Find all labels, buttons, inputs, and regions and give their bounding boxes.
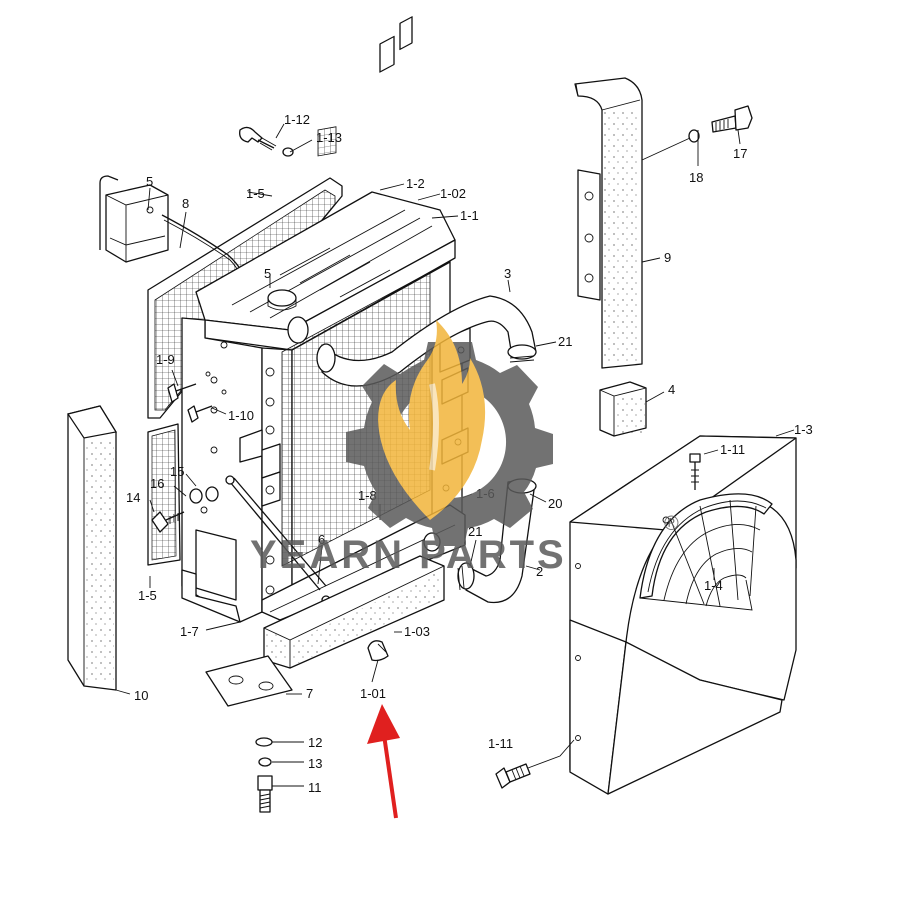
callout-11: 11 [308,780,322,795]
callout-1-1: 1-1 [460,208,479,223]
callout-21-bottom: 21 [468,524,482,539]
mesh-screen-lower [147,423,181,566]
reservoir-tank [99,175,169,263]
callout-13: 13 [308,756,322,771]
callout-7: 7 [306,686,313,701]
bolt-1-10 [187,389,227,423]
fan-shroud [569,435,797,795]
washer-16 [189,488,203,504]
vertical-guard-bar [574,77,643,369]
bolt-17 [711,105,753,133]
callout-18: 18 [689,170,703,185]
leader-lines [115,123,795,787]
callout-1-11-bottom: 1-11 [488,736,513,751]
washer-12 [255,737,273,747]
foam-block-4 [599,381,647,437]
callout-1-3: 1-3 [794,422,813,437]
callout-12: 12 [308,735,322,750]
bolt-1-11-bottom [495,763,531,789]
red-arrow [367,704,400,819]
bolt-11 [257,775,273,813]
callout-1-5-top: 1-5 [246,186,265,201]
callout-15: 15 [170,464,184,479]
callout-8: 8 [182,196,189,211]
callout-1-13: 1-13 [316,130,342,145]
callout-2: 2 [536,564,543,579]
side-panel [181,529,241,623]
callout-21-top: 21 [558,334,572,349]
callout-16: 16 [150,476,164,491]
flame-icon [378,320,486,520]
callout-labels: 1-12 1-13 5 8 1-5 1-2 1-02 1-1 5 3 21 17… [126,112,813,795]
callout-1-8: 1-8 [358,488,377,503]
callout-1-01: 1-01 [360,686,386,701]
clip-1-01 [367,640,389,662]
callout-3: 3 [504,266,511,281]
bolt-14 [151,511,185,533]
fan-guard [639,493,773,611]
callout-1-11-top: 1-11 [720,442,745,457]
callout-1-4: 1-4 [704,578,723,593]
callout-1-10: 1-10 [228,408,254,423]
bolt-1-11-top [689,453,701,490]
watermark-brand: YEARN PARTS [250,533,567,577]
callout-4: 4 [668,382,675,397]
callout-1-03: 1-03 [404,624,430,639]
bolt-1-9 [167,371,211,403]
callout-14: 14 [126,490,140,505]
callout-1-12: 1-12 [284,112,310,127]
radiator-assembly [181,16,471,623]
watermark-registered: ® [664,513,679,535]
gear-icon [346,342,553,546]
callout-1-5-bottom: 1-5 [138,588,157,603]
upper-hose [316,295,537,387]
callout-5-cap: 5 [264,266,271,281]
callout-1-9: 1-9 [156,352,175,367]
callout-6: 6 [318,532,325,547]
callout-1-2: 1-2 [406,176,425,191]
foam-pillar [67,405,117,691]
callout-5-tank: 5 [146,174,153,189]
callout-1-02: 1-02 [440,186,466,201]
callout-10: 10 [134,688,148,703]
callout-17: 17 [733,146,747,161]
callout-9: 9 [664,250,671,265]
radiator-cap [267,289,297,311]
callout-1-7: 1-7 [180,624,199,639]
callout-20: 20 [548,496,562,511]
washer-18 [688,129,700,143]
mounting-plate [205,655,293,707]
watermark-logo: YEARN PARTS ® [250,320,679,577]
wing-bolt [239,126,294,157]
washer-15 [205,486,219,502]
lock-washer-13 [258,757,272,767]
